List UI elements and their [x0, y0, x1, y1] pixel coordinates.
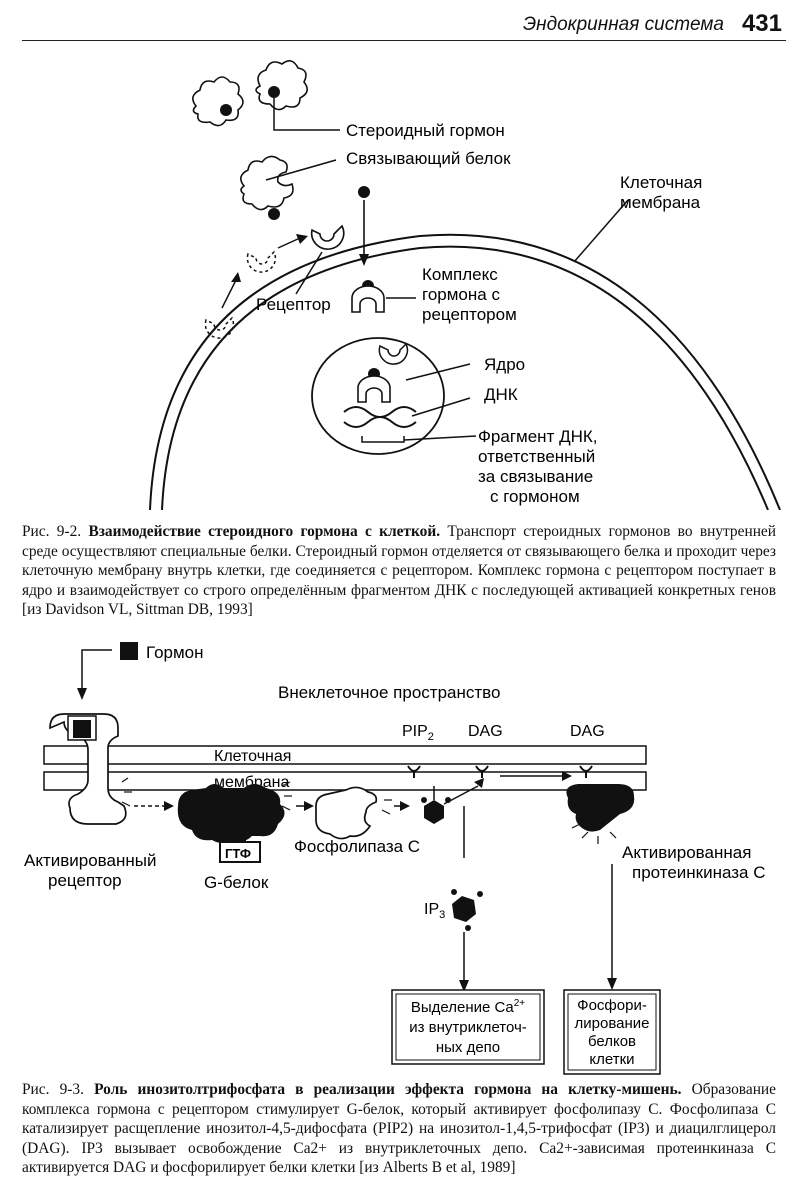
figure-9-3: Гормон Внеклеточное пространство Клеточн…	[24, 642, 766, 1075]
svg-text:белков: белков	[588, 1033, 636, 1050]
dag-lipid-1	[475, 765, 489, 778]
hormone-legend-square	[120, 642, 138, 660]
membrane-outer-leaflet	[43, 745, 647, 765]
svg-text:Выделение Ca2+: Выделение Ca2+	[411, 998, 525, 1016]
label-receptor-line2: рецептор	[48, 871, 122, 890]
label-ip3: IP3	[424, 901, 445, 921]
binding-protein	[240, 155, 294, 211]
label-complex-line1: Комплекс	[422, 265, 498, 284]
svg-text:из внутриклеточ-: из внутриклеточ-	[409, 1019, 527, 1036]
page-number: 431	[741, 10, 782, 37]
svg-text:лирование: лирование	[575, 1015, 650, 1032]
hormone-in-membrane	[358, 186, 370, 198]
activated-receptor	[49, 713, 127, 825]
ip3-headgroup	[424, 800, 444, 824]
label-fragment-line1: Фрагмент ДНК,	[478, 427, 598, 446]
nuclear-receptor	[378, 342, 409, 365]
label-complex-line3: рецептором	[422, 305, 517, 324]
svg-text:клетки: клетки	[589, 1051, 634, 1068]
phospholipase-c	[315, 786, 378, 840]
svg-text:ных депо: ных депо	[436, 1039, 500, 1056]
label-dag-1: DAG	[468, 723, 503, 740]
caption-title: Роль инозитолтрифосфата в реализации эфф…	[94, 1081, 682, 1098]
label-membrane-line2: мембрана	[214, 774, 290, 791]
activation-sparks	[121, 777, 392, 815]
label-nucleus: Ядро	[484, 355, 525, 374]
cell-membrane	[149, 233, 781, 510]
label-fragment-line3: за связывание	[478, 467, 593, 486]
hormone-receptor-complex	[351, 280, 385, 313]
g-protein	[177, 784, 285, 863]
page-header: Эндокринная система 431	[0, 8, 796, 41]
result-box-calcium: Выделение Ca2+ из внутриклеточ- ных депо	[391, 989, 545, 1065]
receptor-dashed-2	[246, 250, 277, 273]
receptor-dashed-1	[204, 316, 235, 339]
running-head: Эндокринная система	[522, 14, 724, 35]
membrane-inner-leaflet	[43, 771, 647, 791]
label-g-protein: G-белок	[204, 873, 269, 892]
nuclear-complex	[357, 368, 391, 403]
label-steroid-hormone: Стероидный гормон	[346, 121, 505, 140]
label-dag-2: DAG	[570, 723, 605, 740]
receptor	[310, 224, 345, 250]
dna-fragment-bracket	[361, 436, 405, 443]
label-receptor: Рецептор	[256, 295, 331, 314]
label-hormone: Гормон	[146, 643, 204, 662]
steroid-hormone-dot	[220, 104, 232, 116]
header-rule	[22, 40, 786, 41]
hormone-in-membrane	[268, 208, 280, 220]
label-pkc-line2: протеинкиназа С	[632, 863, 766, 882]
caption-title: Взаимодействие стероидного гормона с кле…	[88, 523, 441, 540]
label-extracellular: Внеклеточное пространство	[278, 683, 500, 702]
label-binding-protein: Связывающий белок	[346, 149, 511, 168]
svg-text:Фосфори-: Фосфори-	[577, 997, 647, 1014]
nucleus	[311, 337, 445, 455]
figure-9-2: Стероидный гормон Связывающий белок Клет…	[149, 60, 781, 510]
label-membrane-line1: Клеточная	[214, 748, 291, 765]
label-dna: ДНК	[484, 385, 518, 404]
label-complex-line2: гормона с	[422, 285, 500, 304]
pip2-lipid	[407, 765, 421, 778]
hormone-protein-complex-2	[255, 60, 308, 111]
label-fragment-line4: с гормоном	[490, 487, 580, 506]
activated-protein-kinase-c	[566, 784, 635, 844]
result-box-phosphorylation: Фосфори- лирование белков клетки	[563, 989, 661, 1075]
figure-9-3-caption: Рис. 9-3. Роль инозитолтрифосфата в реал…	[22, 1080, 776, 1178]
hormone-protein-complex-1	[192, 76, 244, 127]
caption-text: Транспорт стероидных гормонов во внутрен…	[22, 523, 776, 619]
gtp-label: ГТФ	[225, 846, 251, 861]
dag-lipid-2	[579, 765, 593, 778]
label-membrane-line1: Клеточная	[620, 173, 702, 192]
dna-helix	[343, 406, 417, 428]
caption-text: Образование комплекса гормона с рецептор…	[22, 1081, 776, 1177]
label-pip2: PIP2	[402, 723, 434, 743]
label-receptor-line1: Активированный	[24, 851, 156, 870]
label-phospholipase: Фосфолипаза С	[294, 837, 420, 856]
label-pkc-line1: Активированная	[622, 843, 751, 862]
ip3-molecule	[452, 896, 476, 922]
label-membrane-line2: мембрана	[620, 193, 701, 212]
caption-label: Рис. 9-3.	[22, 1081, 84, 1098]
steroid-hormone-dot	[268, 86, 280, 98]
caption-label: Рис. 9-2.	[22, 523, 82, 540]
figure-9-2-caption: Рис. 9-2. Взаимодействие стероидного гор…	[22, 522, 776, 620]
label-fragment-line2: ответственный	[478, 447, 595, 466]
